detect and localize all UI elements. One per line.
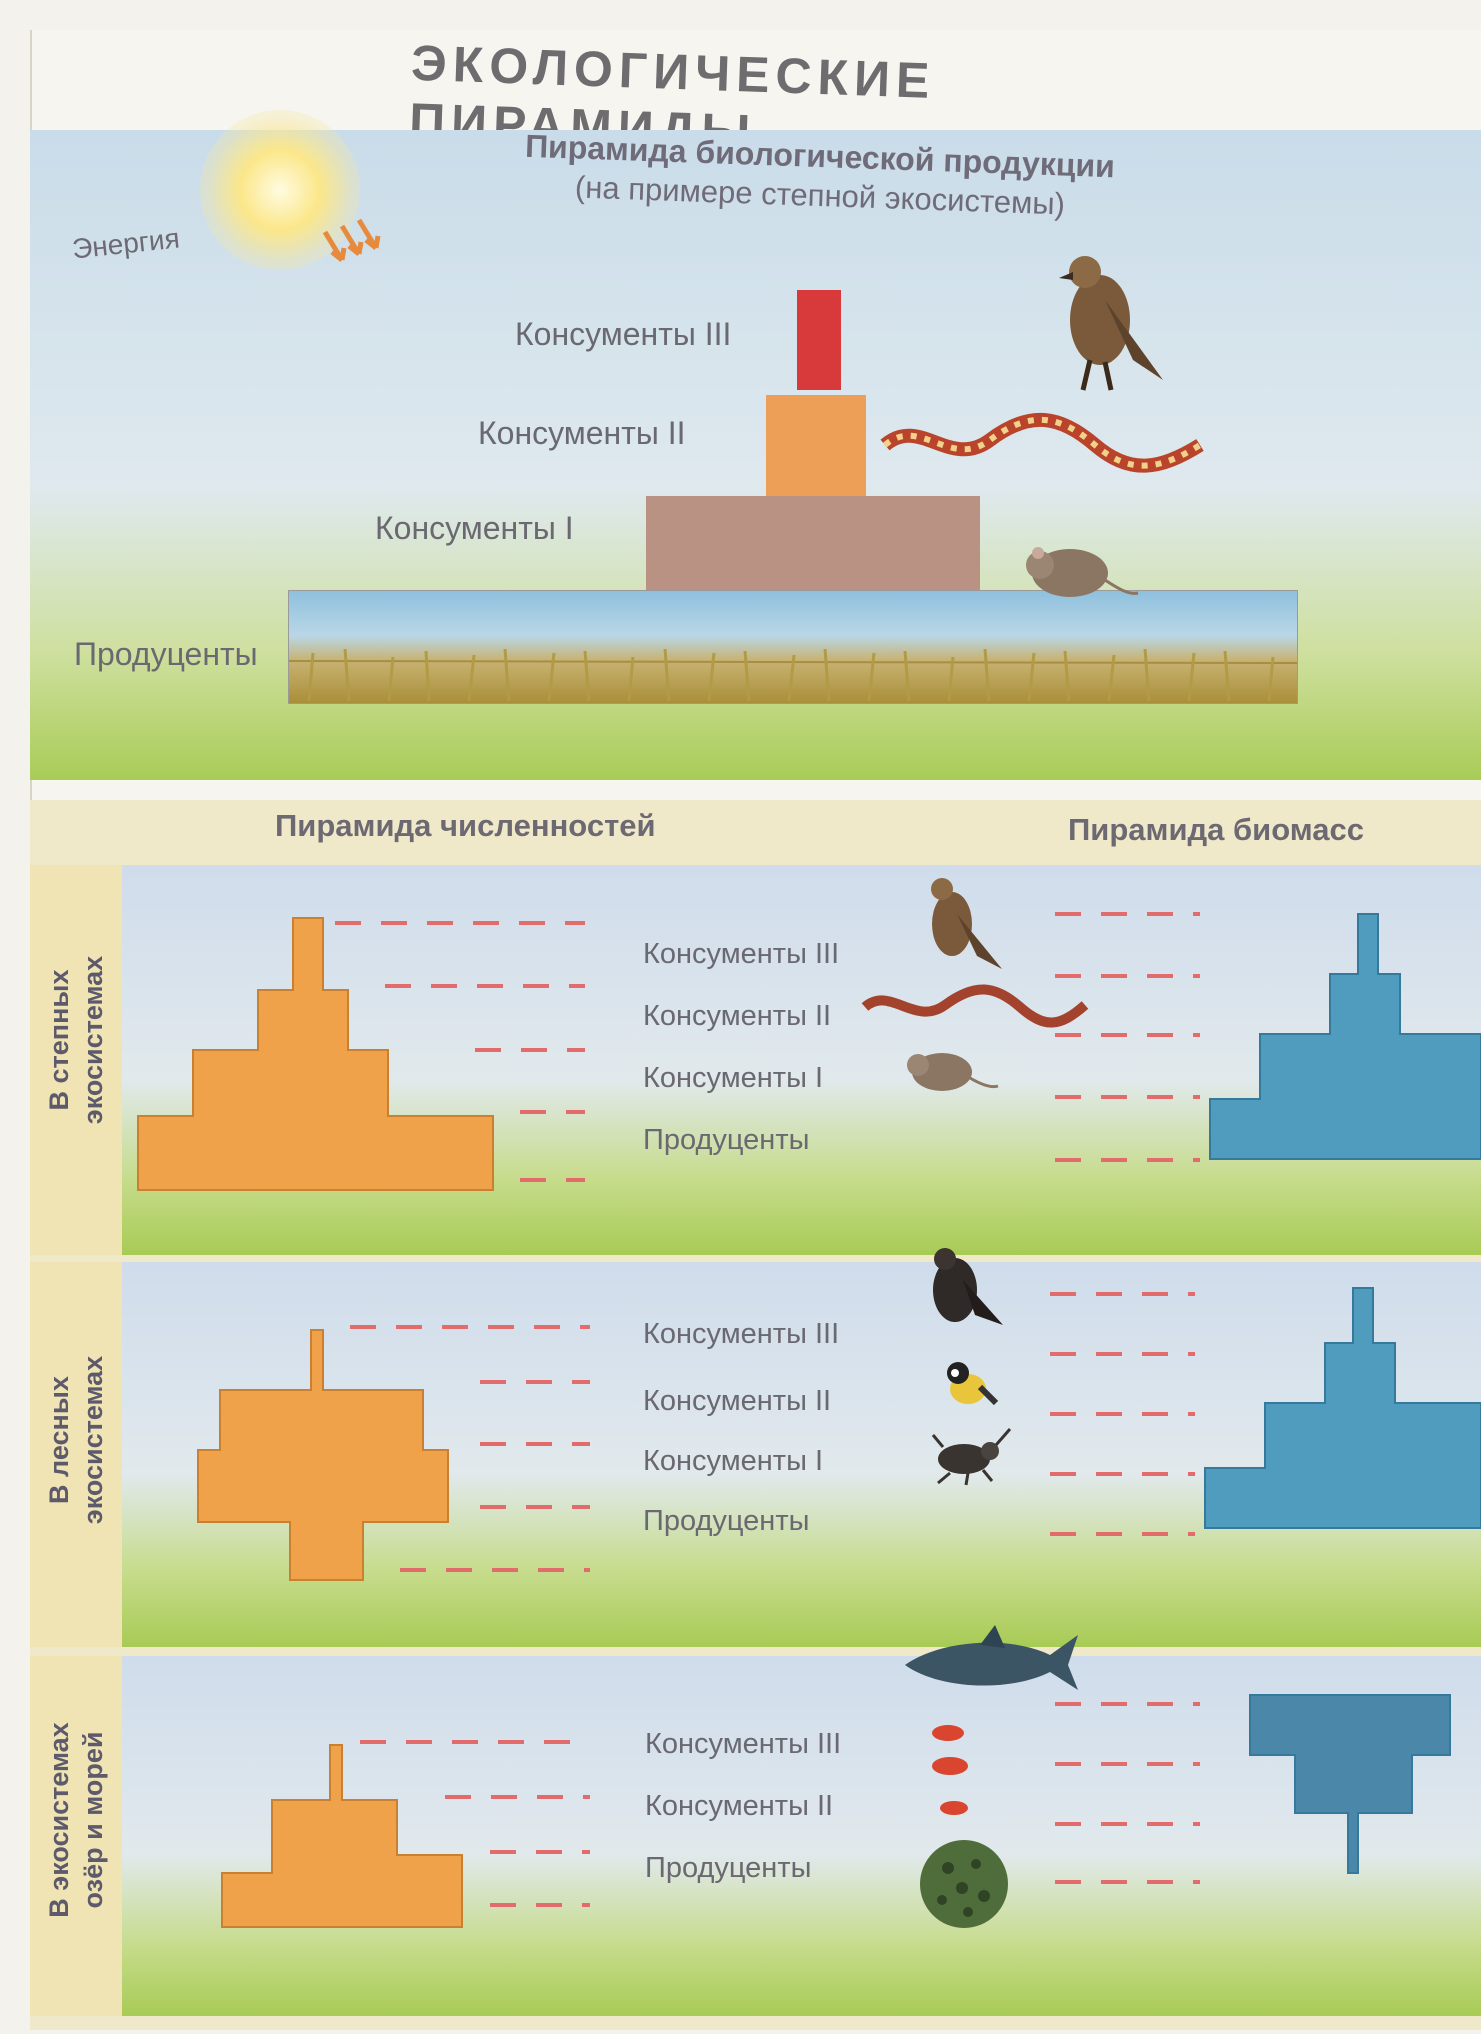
steppe-label-consumer3: Консументы III [643, 938, 839, 971]
forest-dashes-10 [1050, 1532, 1195, 1536]
aquatic-dashes-3 [490, 1850, 590, 1854]
aquatic-biomass-pyramid [1250, 1695, 1450, 1875]
consumer1-block [646, 496, 980, 598]
steppe-dashes-7 [1055, 974, 1200, 978]
forest-dashes-1 [350, 1325, 590, 1329]
aquatic-label-consumer3: Консументы III [645, 1728, 841, 1761]
steppe-dashes-6 [1055, 912, 1200, 916]
bird-icon [938, 1355, 998, 1415]
shark-icon [900, 1620, 1080, 1700]
steppe-dashes-4 [520, 1110, 585, 1114]
steppe-dashes-2 [385, 984, 585, 988]
numbers-pyramid-title: Пирамида численностей [275, 808, 656, 844]
steppe-dashes-9 [1055, 1095, 1200, 1099]
steppe-numbers-pyramid [138, 918, 498, 1193]
forest-label-consumer3: Консументы III [643, 1318, 839, 1351]
aquatic-dashes-8 [1055, 1880, 1200, 1884]
fish-icon [920, 1718, 990, 1833]
energy-arrows-icon [320, 220, 380, 280]
steppe-label-producers: Продуценты [643, 1124, 809, 1157]
hawk-icon [1045, 250, 1175, 400]
aquatic-dashes-5 [1055, 1702, 1200, 1706]
forest-biomass-pyramid [1205, 1288, 1481, 1528]
aquatic-dashes-2 [445, 1795, 590, 1799]
forest-dashes-7 [1050, 1352, 1195, 1356]
production-label-consumer2: Консументы II [478, 415, 686, 452]
steppe-label-consumer1: Консументы I [643, 1062, 823, 1095]
steppe-dashes-5 [520, 1178, 585, 1182]
steppe-biomass-pyramid [1210, 914, 1481, 1159]
forest-label-producers: Продуценты [643, 1505, 809, 1538]
forest-dashes-2 [480, 1380, 590, 1384]
forest-dashes-3 [480, 1442, 590, 1446]
forest-dashes-4 [480, 1505, 590, 1509]
steppe-dashes-8 [1055, 1033, 1200, 1037]
aquatic-label-consumer2: Консументы II [645, 1790, 833, 1823]
aquatic-numbers-pyramid [222, 1745, 467, 1930]
mouse-icon [1020, 535, 1140, 605]
forest-numbers-pyramid [198, 1330, 453, 1580]
production-label-consumer1: Консументы I [375, 510, 574, 547]
forest-dashes-8 [1050, 1412, 1195, 1416]
steppe-dashes-3 [475, 1048, 585, 1052]
steppe-dashes-10 [1055, 1158, 1200, 1162]
mouse-icon [900, 1040, 1000, 1100]
forest-dashes-5 [400, 1568, 590, 1572]
plankton-icon [918, 1838, 1013, 1933]
forest-dashes-9 [1050, 1472, 1195, 1476]
aquatic-dashes-7 [1055, 1822, 1200, 1826]
steppe-dashes-1 [335, 921, 585, 925]
grass-texture [289, 591, 1297, 703]
producer-bar [288, 590, 1298, 704]
production-label-producers: Продуценты [74, 636, 258, 673]
forest-label-consumer1: Консументы I [643, 1445, 823, 1478]
aquatic-dashes-1 [360, 1740, 590, 1744]
snake-icon [880, 415, 1210, 475]
beetle-icon [928, 1425, 1013, 1485]
aquatic-dashes-4 [490, 1903, 590, 1907]
aquatic-label-producers: Продуценты [645, 1852, 811, 1885]
consumer2-block [766, 395, 866, 497]
production-label-consumer3: Консументы III [515, 316, 731, 353]
biomass-pyramid-title: Пирамида биомасс [1068, 812, 1364, 848]
snake-icon [860, 985, 1090, 1030]
eagle-icon [915, 1245, 1005, 1335]
forest-label-consumer2: Консументы II [643, 1385, 831, 1418]
hawk-icon [912, 874, 1007, 979]
steppe-label-consumer2: Консументы II [643, 1000, 831, 1033]
aquatic-dashes-6 [1055, 1762, 1200, 1766]
consumer3-block [797, 290, 841, 390]
forest-dashes-6 [1050, 1292, 1195, 1296]
